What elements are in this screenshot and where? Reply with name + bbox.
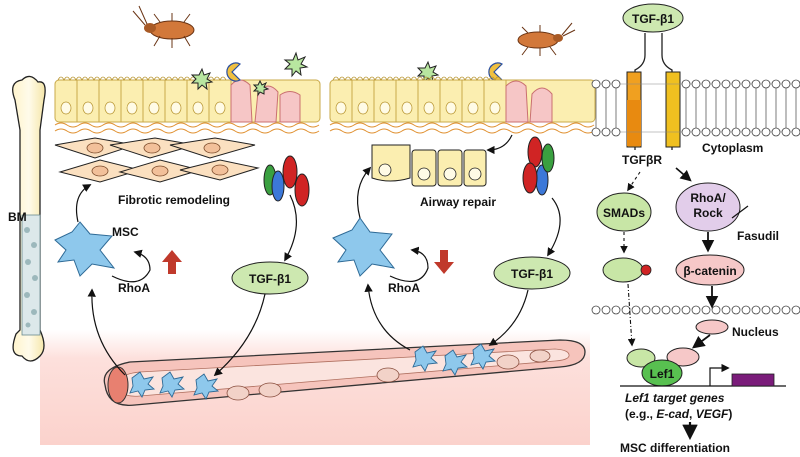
tgfbr-label: TGFβR <box>622 153 662 167</box>
fibrotic-remodeling-label: Fibrotic remodeling <box>118 193 230 207</box>
tgf-left-label: TGF-β1 <box>249 272 291 286</box>
msc-cell-right <box>332 217 396 277</box>
epithelium-right <box>329 76 596 134</box>
arrow-bcat-to-lef1 <box>691 334 711 349</box>
nucleus-label: Nucleus <box>732 325 779 339</box>
lef1-target-genes: Lef1 target genes <box>625 391 725 405</box>
cytoplasm-label: Cytoplasm <box>702 141 763 155</box>
beta-catenin-nuclear <box>695 319 729 335</box>
arrow-tgf-to-vessel-right <box>488 289 529 346</box>
msc-label: MSC <box>112 225 139 239</box>
airway-repair-label: Airway repair <box>420 195 496 209</box>
lef1-label: Lef1 <box>650 367 675 381</box>
arrow-repair-curve <box>486 134 513 155</box>
arrow-msc-to-fibroblast <box>75 184 92 223</box>
rhoa-left-loop-arrow <box>111 249 151 283</box>
smads-bubble: SMADs <box>596 192 652 232</box>
beta-catenin-bubble: β-catenin <box>675 254 745 286</box>
cockroach-icon <box>132 5 195 48</box>
fasudil-label: Fasudil <box>737 229 779 243</box>
receptor-ovals-right <box>522 136 555 196</box>
example-genes: (e.g., E-cad, VEGF) <box>625 407 732 421</box>
arrow-vessel-to-msc-left <box>87 288 126 376</box>
msc-differentiation-label: MSC differentiation <box>620 441 730 455</box>
fibroblast-cluster <box>54 137 260 183</box>
beta-catenin-label: β-catenin <box>683 264 736 278</box>
transcription-start-arrow <box>709 363 730 386</box>
rhoa-rock-bubble: RhoA/ Rock <box>675 182 741 232</box>
nuclear-membrane <box>591 305 800 315</box>
bone-marrow-bone <box>12 75 46 362</box>
tgf-right-label: TGF-β1 <box>511 267 553 281</box>
arrow-smad-to-dna <box>627 283 636 347</box>
epithelium-left <box>54 76 321 134</box>
rhoa-rock-label-2: Rock <box>693 206 723 220</box>
arrow-vessel-to-msc-right <box>364 283 411 351</box>
arrow-receptor-to-tgf-left <box>284 194 298 262</box>
fasudil-inhibition-line <box>731 205 749 219</box>
cockroach-icon <box>517 22 576 56</box>
receptor-ovals-left <box>263 155 310 207</box>
bm-label: BM <box>8 210 27 224</box>
rhoa-right-loop-arrow <box>389 246 429 283</box>
rhoa-rock-label-1: RhoA/ <box>690 191 726 205</box>
tgf-top-label: TGF-β1 <box>632 12 674 26</box>
lef1-complex: Lef1 <box>626 347 700 387</box>
down-arrow-icon <box>434 250 454 274</box>
target-gene-box <box>731 373 775 387</box>
tgfbr-receptor <box>626 33 681 150</box>
rhoa-right-label: RhoA <box>388 281 420 295</box>
arrow-receptor-to-rhoa <box>675 167 692 182</box>
arrow-msc-to-repair <box>357 166 372 219</box>
arrow-tgf-to-vessel-left <box>213 293 266 377</box>
cell-membrane <box>591 79 800 137</box>
vessel-msc-group <box>129 343 497 400</box>
msc-cell-left <box>54 221 116 277</box>
smads-label: SMADs <box>603 206 645 220</box>
tgf-bubble-left: TGF-β1 <box>231 261 309 295</box>
tgf-bubble-right: TGF-β1 <box>493 256 571 290</box>
rhoa-left-label: RhoA <box>118 281 150 295</box>
up-arrow-icon <box>162 250 182 274</box>
repair-cells <box>371 144 487 187</box>
smad-phospho <box>602 257 652 283</box>
tgf-bubble-top: TGF-β1 <box>622 3 684 33</box>
arrow-receptor-to-tgf-right <box>547 197 561 257</box>
arrow-receptor-to-smads <box>627 171 641 192</box>
